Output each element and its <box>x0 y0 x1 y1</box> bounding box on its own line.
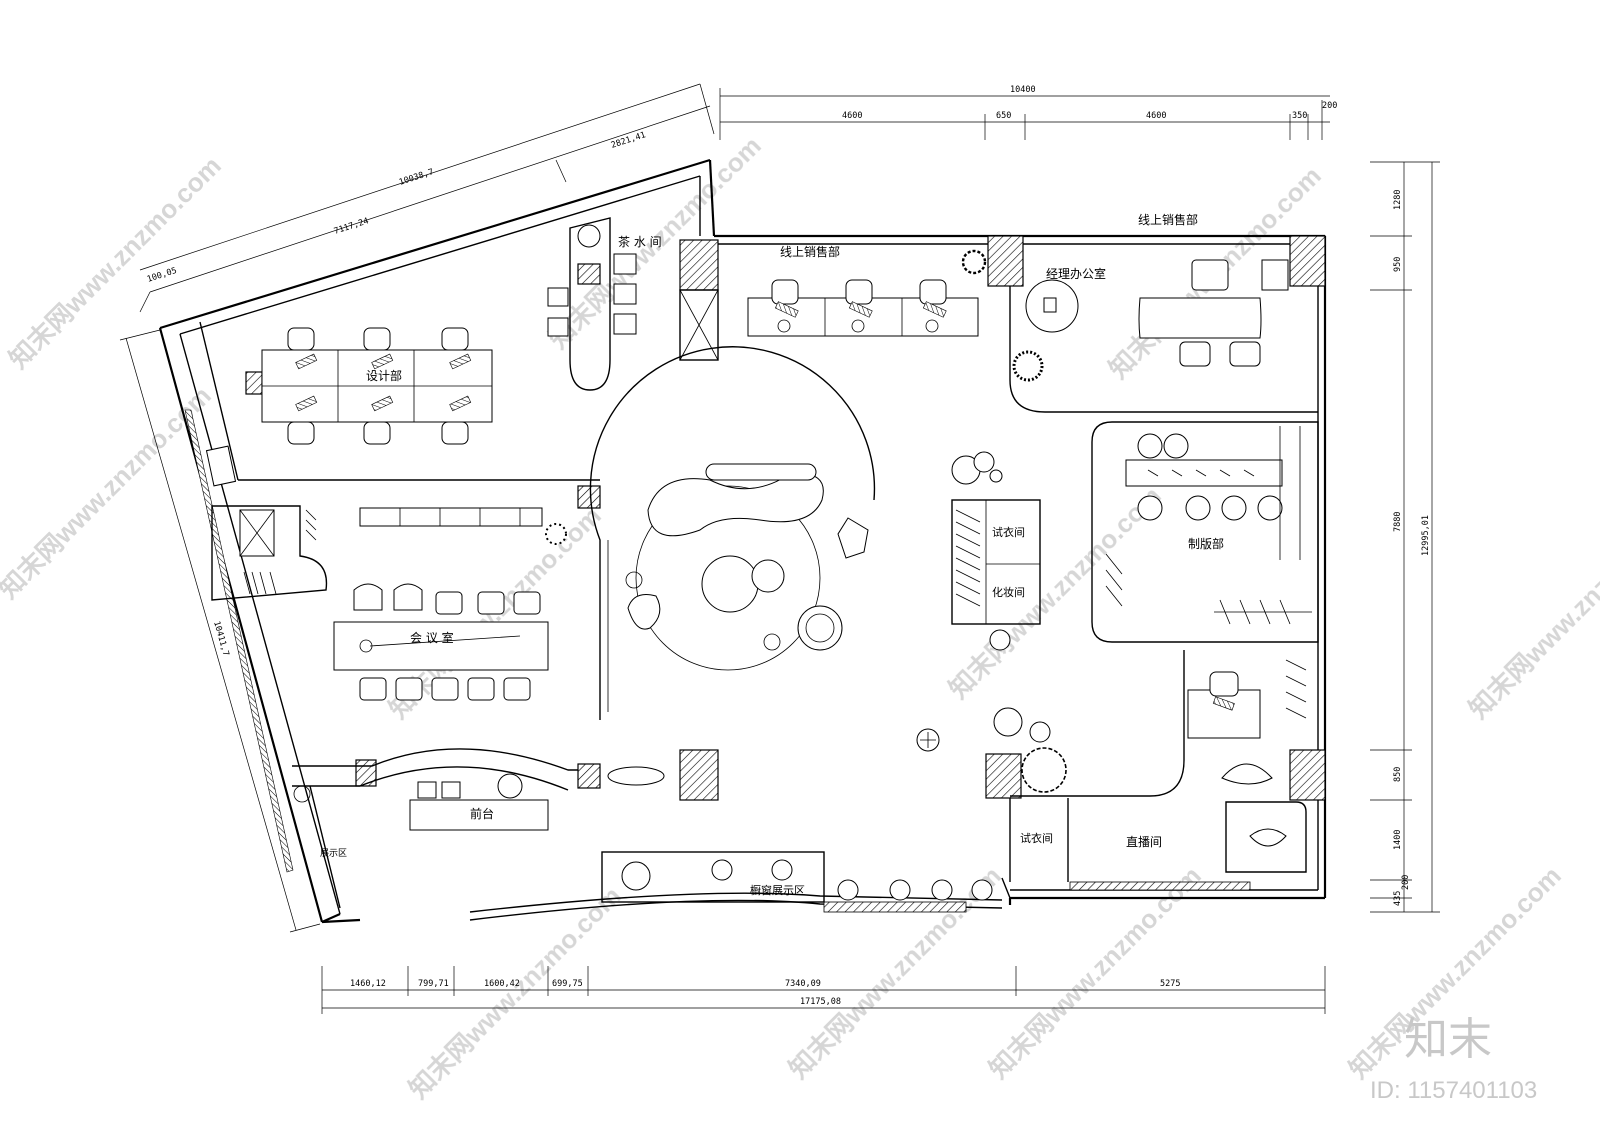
watermark-text: 知末网www.znzmo.com <box>1463 500 1600 724</box>
room-label-online-sales: 线上销售部 <box>1138 212 1198 227</box>
design-dept: 设计部 <box>199 321 600 487</box>
dim-top-seg: 4600 <box>842 111 862 121</box>
dim-right-seg: 1280 <box>1393 190 1403 210</box>
window-display: 橱窗展示区 <box>601 851 993 903</box>
dim-diag-small: 100,05 <box>146 266 178 285</box>
dim-right-seg: 200 <box>1401 875 1411 890</box>
room-label-pattern-dept: 制版部 <box>1188 536 1224 551</box>
dim-bottom-seg: 1460,12 <box>350 979 386 989</box>
dim-top-seg: 350 <box>1292 111 1307 121</box>
room-label-design-dept: 设计部 <box>366 368 402 383</box>
dim-top-seg: 200 <box>1322 101 1337 111</box>
lounge <box>589 346 876 720</box>
room-label-meeting-room: 会 议 室 <box>410 630 454 645</box>
plant-icon <box>545 249 1067 793</box>
dim-bottom-seg: 7340,09 <box>785 979 821 989</box>
dim-right-seg: 950 <box>1393 257 1403 272</box>
dim-top-total: 10400 <box>1010 85 1036 95</box>
reception: 前台 展示区 <box>292 748 665 909</box>
dim-bottom-seg: 1600,42 <box>484 979 520 989</box>
watermark-text: 知末网www.znzmo.com <box>403 880 627 1104</box>
room-label-fitting-room: 试衣间 <box>992 525 1025 539</box>
dim-bottom-seg: 699,75 <box>552 979 583 989</box>
room-label-reception: 前台 <box>470 806 494 821</box>
watermark-text: 知末网www.znzmo.com <box>983 860 1207 1084</box>
room-label-makeup-room: 化妆间 <box>992 585 1025 599</box>
lower-right-rooms: 试衣间 直播间 <box>1009 650 1307 882</box>
tea-room: 茶 水 间 <box>547 217 662 391</box>
room-label-online-sales: 线上销售部 <box>780 244 840 259</box>
dim-diag-seg: 7117,24 <box>333 216 370 237</box>
dim-right-seg: 1400 <box>1393 830 1403 850</box>
brand-watermark: 知末 ID: 1157401103 <box>1370 1014 1537 1104</box>
manager-office: 经理办公室 线上销售部 <box>1009 212 1318 413</box>
room-label-live-room: 直播间 <box>1126 835 1162 849</box>
meeting-room: 会 议 室 <box>211 505 549 701</box>
dim-right-total: 12995,01 <box>1421 515 1431 556</box>
dim-right-seg: 435 <box>1393 891 1403 906</box>
columns <box>245 235 1326 801</box>
dim-bottom-total: 17175,08 <box>800 997 841 1007</box>
pattern-dept: 制版部 <box>1091 421 1319 643</box>
dim-right-seg: 850 <box>1393 767 1403 782</box>
room-label-fitting-room: 试衣间 <box>1020 831 1053 845</box>
dim-top-seg: 4600 <box>1146 111 1166 121</box>
room-label-display-area: 展示区 <box>320 848 347 859</box>
dim-diag-total: 10038,7 <box>398 167 435 188</box>
dim-right-seg: 7880 <box>1393 512 1403 532</box>
dim-top-seg: 650 <box>996 111 1011 121</box>
image-id: ID: 1157401103 <box>1370 1077 1537 1104</box>
room-label-manager-office: 经理办公室 <box>1046 266 1106 281</box>
online-sales-left: 线上销售部 <box>747 244 979 337</box>
dim-bottom-seg: 799,71 <box>418 979 449 989</box>
outer-walls <box>158 158 1327 924</box>
dimension-lines: 10400 4600 650 4600 350 200 10038,7 7117… <box>119 83 1440 1014</box>
watermark-text: 知末网www.znzmo.com <box>3 150 227 374</box>
brand-logo: 知末 <box>1404 1014 1492 1065</box>
room-label-window-display: 橱窗展示区 <box>750 883 805 897</box>
room-label-tea-room: 茶 水 间 <box>618 234 662 249</box>
dim-bottom-seg: 5275 <box>1160 979 1180 989</box>
fitting-makeup: 试衣间 化妆间 <box>916 499 1041 752</box>
dim-left-side: 10411,7 <box>211 620 230 657</box>
